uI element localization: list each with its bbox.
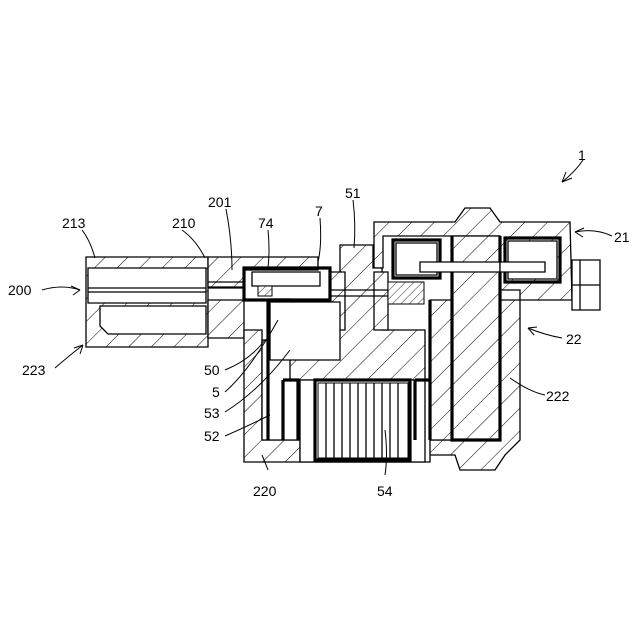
label-7: 7 bbox=[315, 203, 323, 219]
label-222: 222 bbox=[546, 388, 570, 404]
label-54: 54 bbox=[377, 483, 393, 499]
connector-200 bbox=[86, 257, 208, 347]
label-53: 53 bbox=[204, 405, 220, 421]
label-213: 213 bbox=[62, 215, 86, 231]
label-201: 201 bbox=[208, 194, 232, 210]
label-220: 220 bbox=[253, 483, 277, 499]
label-52: 52 bbox=[204, 428, 220, 444]
label-223: 223 bbox=[22, 362, 46, 378]
label-21: 21 bbox=[614, 229, 630, 245]
label-74: 74 bbox=[258, 215, 274, 231]
output-shaft-54 bbox=[300, 380, 425, 462]
label-51: 51 bbox=[345, 185, 361, 201]
label-200: 200 bbox=[8, 282, 32, 298]
label-22: 22 bbox=[566, 331, 582, 347]
label-1: 1 bbox=[578, 147, 586, 163]
label-5: 5 bbox=[212, 384, 220, 400]
label-210: 210 bbox=[172, 215, 196, 231]
label-50: 50 bbox=[204, 362, 220, 378]
